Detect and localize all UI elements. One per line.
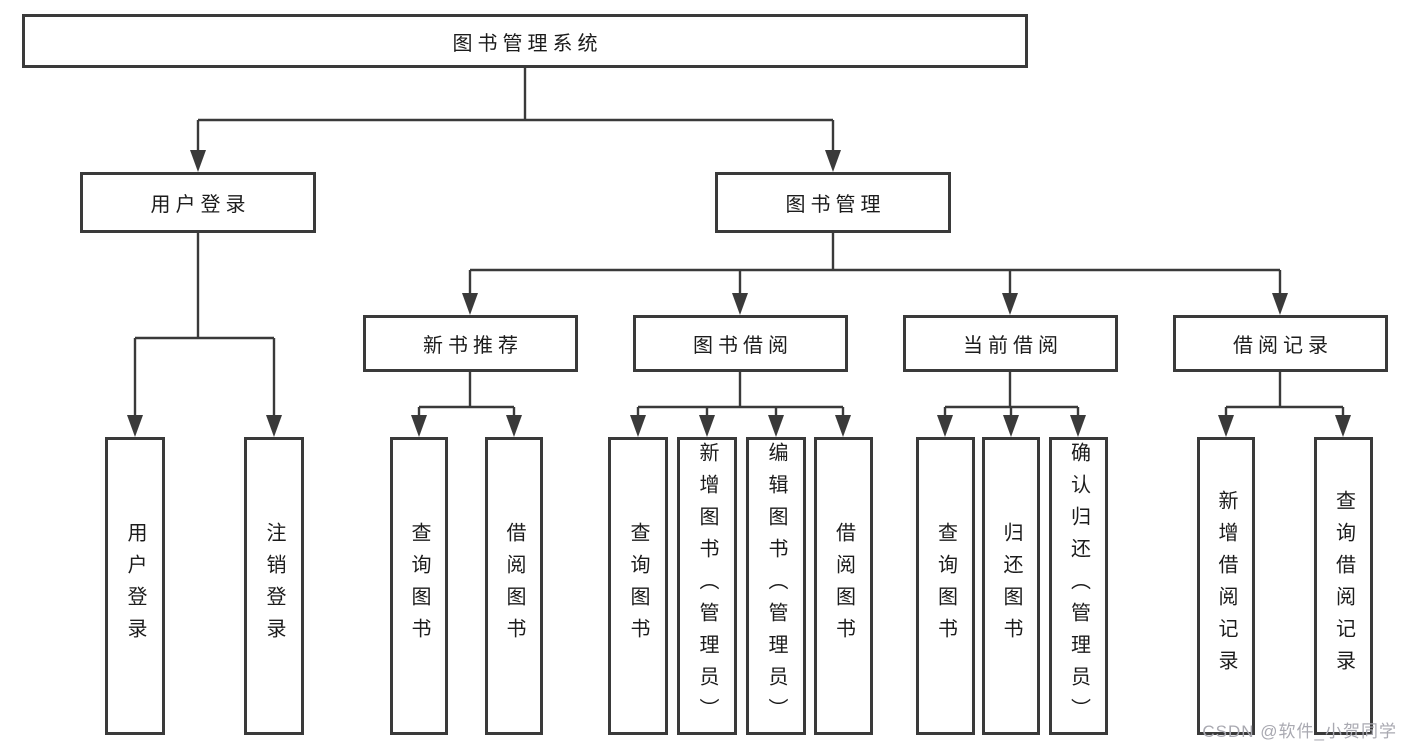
node-label: 查询图书 — [408, 522, 430, 650]
leaf-confirm-return-admin: 确认归还（管理员） — [1049, 437, 1108, 735]
arrow-icon — [825, 150, 841, 172]
leaf-user-login: 用户登录 — [105, 437, 165, 735]
node-label: 新增借阅记录 — [1215, 490, 1237, 682]
node-label: 当前借阅 — [963, 335, 1063, 357]
node-label: 注销登录 — [263, 522, 285, 650]
csdn-watermark: CSDN @软件_小贺同学 — [1202, 722, 1397, 741]
connector-borrow-records-to-leaves — [1224, 372, 1345, 423]
arrow-icon — [937, 415, 953, 437]
connector-user-login-to-leaves — [133, 233, 276, 423]
node-label: 新书推荐 — [423, 335, 523, 357]
node-label: 编辑图书（管理员） — [765, 442, 787, 730]
arrow-icon — [1002, 293, 1018, 315]
connector-root-to-level2 — [196, 68, 835, 158]
arrow-icon — [768, 415, 784, 437]
node-label: 用户登录 — [124, 522, 146, 650]
node-label: 图书借阅 — [693, 335, 793, 357]
leaf-query-books: 查询图书 — [608, 437, 668, 735]
arrow-icon — [506, 415, 522, 437]
node-label: 借阅图书 — [832, 522, 855, 650]
leaf-borrow-books: 借阅图书 — [485, 437, 543, 735]
node-root-system: 图书管理系统 — [22, 14, 1028, 68]
node-book-borrowing: 图书借阅 — [633, 315, 848, 372]
node-label: 借阅记录 — [1233, 335, 1333, 357]
node-label: 图书管理系统 — [452, 32, 603, 55]
node-label: 用户登录 — [150, 194, 251, 216]
node-label: 查询图书 — [934, 522, 957, 650]
leaf-return-book: 归还图书 — [982, 437, 1040, 735]
connector-book-borrow-to-leaves — [636, 372, 845, 423]
arrow-icon — [1272, 293, 1288, 315]
leaf-add-borrow-record: 新增借阅记录 — [1197, 437, 1255, 735]
leaf-add-book-admin: 新增图书（管理员） — [677, 437, 737, 735]
node-label: 查询图书 — [627, 522, 649, 650]
node-label: 确认归还（管理员） — [1067, 442, 1090, 730]
arrow-icon — [732, 293, 748, 315]
node-label: 图书管理 — [785, 194, 886, 216]
arrow-icon — [411, 415, 427, 437]
node-label: 借阅图书 — [503, 522, 525, 650]
arrow-icon — [1335, 415, 1351, 437]
node-label: 查询借阅记录 — [1332, 490, 1355, 682]
connector-new-book-to-leaves — [417, 372, 516, 423]
arrow-icon — [835, 415, 851, 437]
arrow-icon — [630, 415, 646, 437]
leaf-query-books: 查询图书 — [916, 437, 975, 735]
arrow-icon — [266, 415, 282, 437]
arrow-icon — [127, 415, 143, 437]
leaf-borrow-books: 借阅图书 — [814, 437, 873, 735]
arrow-icon — [1218, 415, 1234, 437]
leaf-query-books: 查询图书 — [390, 437, 448, 735]
arrow-icon — [1070, 415, 1086, 437]
arrow-icon — [1003, 415, 1019, 437]
node-book-management: 图书管理 — [715, 172, 951, 233]
arrowheads — [127, 150, 1351, 437]
node-label: 新增图书（管理员） — [696, 442, 718, 730]
node-new-book-recommend: 新书推荐 — [363, 315, 578, 372]
arrow-icon — [699, 415, 715, 437]
leaf-edit-book-admin: 编辑图书（管理员） — [746, 437, 806, 735]
node-user-login: 用户登录 — [80, 172, 316, 233]
arrow-icon — [462, 293, 478, 315]
arrow-icon — [190, 150, 206, 172]
node-label: 归还图书 — [1000, 522, 1022, 650]
node-borrow-records: 借阅记录 — [1173, 315, 1388, 372]
connector-book-mgmt-to-level3 — [468, 233, 1282, 301]
leaf-logout: 注销登录 — [244, 437, 304, 735]
node-current-borrowing: 当前借阅 — [903, 315, 1118, 372]
leaf-query-borrow-record: 查询借阅记录 — [1314, 437, 1373, 735]
